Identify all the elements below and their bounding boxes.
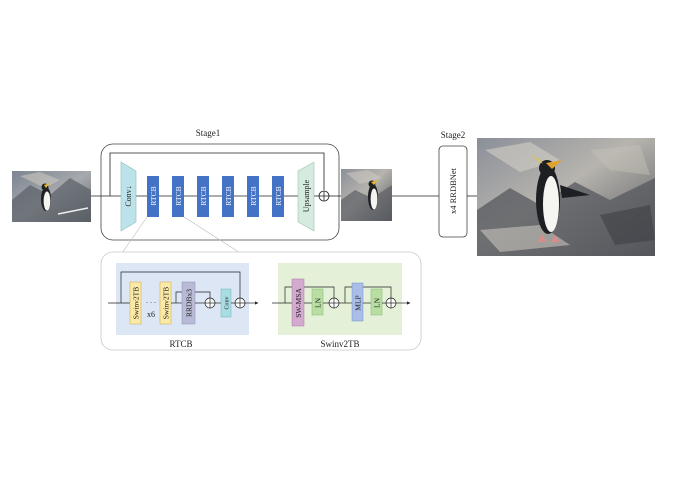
sw-msa-label: SW-MSA — [294, 288, 303, 318]
swinv2tb-block-label: Swinv2TB — [162, 287, 171, 320]
upsample-block — [297, 161, 315, 232]
swinv2tb-block — [129, 281, 142, 325]
skip-connection — [109, 152, 325, 196]
rtcb-block — [147, 176, 159, 217]
rtcb-block-label: RTCB — [249, 186, 258, 205]
zoom-line — [119, 216, 148, 257]
repeat-count: x6 — [147, 310, 155, 319]
upsample-label: Upsample — [302, 179, 311, 212]
stage1-title: Stage1 — [196, 128, 221, 138]
rrdbnet-block — [438, 145, 468, 238]
conv-down-label: Conv↓ — [124, 185, 133, 206]
rtcb-block-label: RTCB — [274, 186, 283, 205]
rrdb-block-label: RRDBx3 — [185, 289, 194, 317]
ln-block — [311, 288, 324, 316]
add-node — [234, 297, 246, 309]
input-image — [12, 171, 91, 222]
stage2-title: Stage2 — [441, 130, 466, 140]
conv-down-block — [120, 161, 137, 232]
swinv2tb-detail-title: Swinv2TB — [320, 339, 359, 349]
rtcb-block — [272, 176, 284, 217]
rtcb-block-label: RTCB — [174, 186, 183, 205]
mlp-block — [351, 282, 364, 322]
rrdbnet-label: x4 RRDBNet — [448, 167, 458, 214]
rtcb-block — [247, 176, 259, 217]
output-image — [477, 138, 655, 256]
skip-connection — [120, 271, 241, 303]
rtcb-block — [222, 176, 234, 217]
mlp-block-label: MLP — [354, 295, 363, 310]
zoom-line — [183, 216, 246, 257]
rtcb-block-label: RTCB — [149, 186, 158, 205]
skip-connection — [284, 286, 335, 303]
skip-connection — [344, 286, 392, 303]
add-node — [318, 190, 330, 202]
conv-block-label: Conv — [225, 296, 231, 309]
sw-msa-block — [291, 278, 305, 327]
add-node — [204, 297, 216, 309]
add-node — [385, 297, 397, 309]
rtcb-block-label: RTCB — [199, 186, 208, 205]
rtcb-detail-title: RTCB — [170, 339, 193, 349]
swinv2tb-block-label: Swinv2TB — [132, 287, 141, 320]
rtcb-block-label: RTCB — [224, 186, 233, 205]
rtcb-block — [172, 176, 184, 217]
rtcb-block — [197, 176, 209, 217]
intermediate-image — [341, 169, 392, 221]
repeat-dots: · · · — [146, 299, 157, 307]
rtcb-row: RTCB RTCB RTCB RTCB RTCB RTCB — [147, 176, 284, 217]
ln-block — [370, 288, 383, 316]
ln-block-label: LN — [314, 297, 323, 308]
ln-block-label: LN — [373, 297, 382, 308]
add-node — [328, 297, 340, 309]
